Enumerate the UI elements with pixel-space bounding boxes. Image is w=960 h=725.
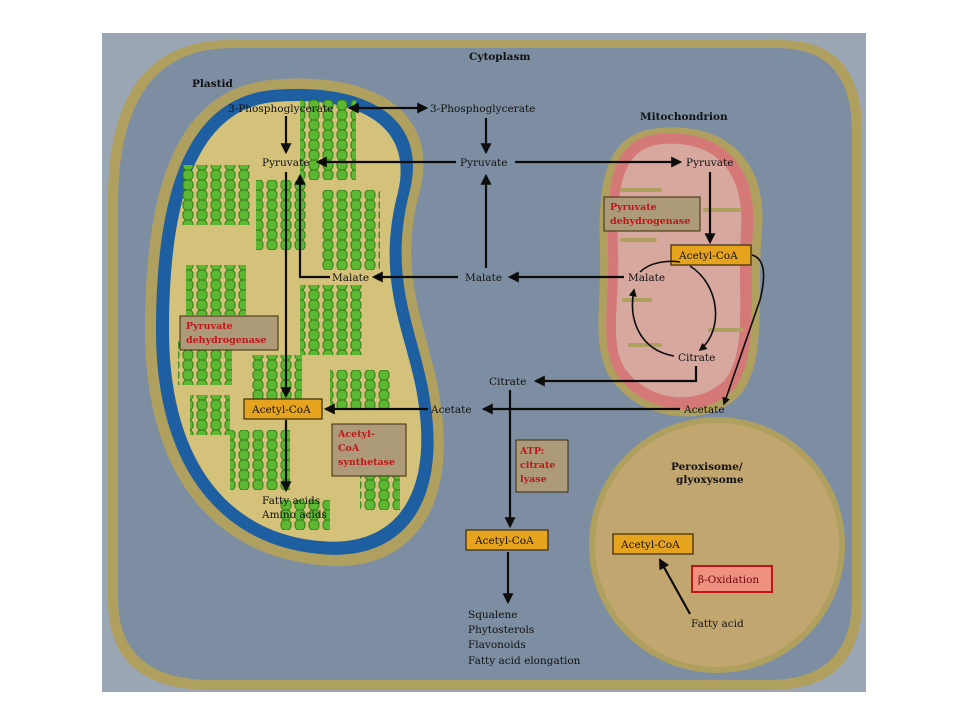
acs-line1: Acetyl- [337, 429, 375, 440]
acetyl-coa-synthetase-box: Acetyl- CoA synthetase [331, 423, 407, 477]
plastid-acetyl-coa-label: Acetyl-CoA [251, 404, 311, 416]
mitochondrion-acetyl-coa-box: Acetyl-CoA [670, 244, 752, 266]
plastid-pyruvate-label: Pyruvate [262, 157, 309, 169]
mitochondrion-citrate-label: Citrate [678, 352, 715, 364]
cytoplasm-product-fatty-acid-elongation: Fatty acid elongation [468, 655, 581, 667]
beta-oxidation-label: β-Oxidation [698, 574, 759, 586]
mitochondrion-pdh-enzyme-box: Pyruvate dehydrogenase [603, 196, 701, 232]
cytoplasm-product-phytosterols: Phytosterols [468, 624, 534, 636]
peroxisome-fatty-acid-label: Fatty acid [691, 618, 744, 630]
cytoplasm-product-squalene: Squalene [468, 609, 518, 621]
peroxisome-acetyl-coa-box: Acetyl-CoA [612, 533, 694, 555]
cytoplasm-acetate-label: Acetate [430, 404, 472, 416]
cytoplasm-malate-label: Malate [465, 272, 502, 284]
atp-citrate-lyase-box: ATP: citrate lyase [515, 439, 569, 493]
mitochondrion-acetate-label: Acetate [683, 404, 725, 416]
mitochondrion-acetyl-coa-label: Acetyl-CoA [678, 250, 738, 262]
cytoplasm-title: Cytoplasm [469, 51, 530, 63]
cytoplasm-citrate-label: Citrate [489, 376, 526, 388]
acs-line2: CoA [338, 443, 360, 454]
plastid-pdh-line1: Pyruvate [186, 321, 233, 332]
plastid-malate-label: Malate [332, 272, 369, 284]
acl-line1: ATP: [519, 446, 544, 457]
plastid-acetyl-coa-box: Acetyl-CoA [243, 398, 323, 420]
beta-oxidation-box: β-Oxidation [691, 565, 773, 593]
mitochondrion-pyruvate-label: Pyruvate [686, 157, 733, 169]
acl-line3: lyase [520, 474, 547, 485]
pathway-arrows [280, 102, 765, 615]
peroxisome-acetyl-coa-label: Acetyl-CoA [620, 539, 680, 551]
thylakoid-grana [178, 100, 400, 530]
plastid-pdh-line2: dehydrogenase [186, 335, 266, 346]
peroxisome-title-line2: glyoxysome [676, 474, 744, 486]
plastid-product-fatty-acids: Fatty acids [262, 495, 320, 507]
peroxisome-title-line1: Peroxisome/ [671, 461, 743, 473]
plastid-title: Plastid [192, 78, 233, 90]
cytoplasm-acetyl-coa-box: Acetyl-CoA [465, 529, 549, 551]
cytoplasm-acetyl-coa-label: Acetyl-CoA [474, 535, 534, 547]
acs-line3: synthetase [338, 457, 395, 468]
mitochondrion-title: Mitochondrion [640, 111, 728, 123]
plastid-3pg-label: 3-Phosphoglycerate [228, 103, 333, 115]
acl-line2: citrate [520, 460, 555, 471]
mitochondrion-malate-label: Malate [628, 272, 665, 284]
mitochondrion-pdh-line1: Pyruvate [610, 202, 657, 213]
cytoplasm-pyruvate-label: Pyruvate [460, 157, 507, 169]
peroxisome-body [595, 423, 839, 667]
plastid-product-amino-acids: Amino acids [261, 509, 327, 521]
cytoplasm-3pg-label: 3-Phosphoglycerate [430, 103, 535, 115]
mitochondrion-pdh-line2: dehydrogenase [610, 216, 690, 227]
plastid-pdh-enzyme-box: Pyruvate dehydrogenase [179, 315, 279, 351]
cytoplasm-product-flavonoids: Flavonoids [468, 639, 526, 651]
